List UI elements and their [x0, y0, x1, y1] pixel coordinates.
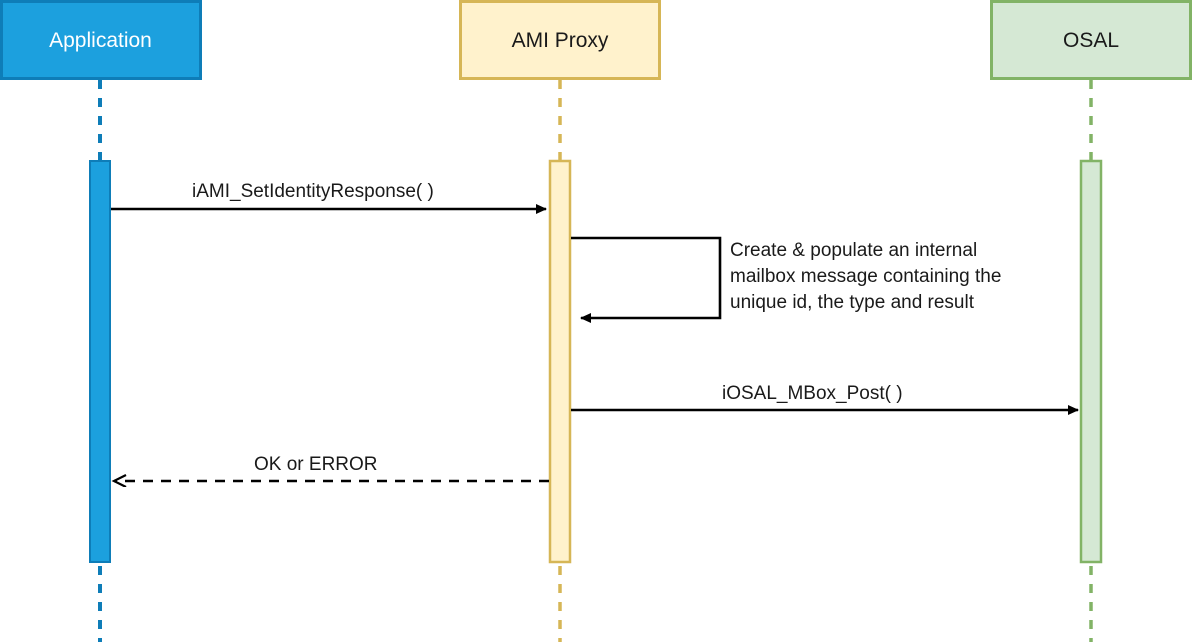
message-label-create-mailbox-note: Create & populate an internal mailbox me… [730, 240, 1002, 313]
activation-bar-ami-proxy[interactable] [548, 159, 572, 564]
activation-bar-osal[interactable] [1079, 159, 1103, 564]
participant-box-osal[interactable] [990, 0, 1192, 80]
activation-bar-application[interactable] [89, 160, 111, 563]
message-label-mbox-post: iOSAL_MBox_Post( ) [722, 383, 903, 404]
message-label-ok-or-error: OK or ERROR [254, 454, 378, 475]
participant-box-ami-proxy[interactable] [459, 0, 661, 80]
message-label-set-identity-response: iAMI_SetIdentityResponse( ) [192, 181, 434, 202]
message-self-loop-create-mailbox[interactable] [571, 236, 722, 323]
participant-box-application[interactable] [0, 0, 202, 80]
